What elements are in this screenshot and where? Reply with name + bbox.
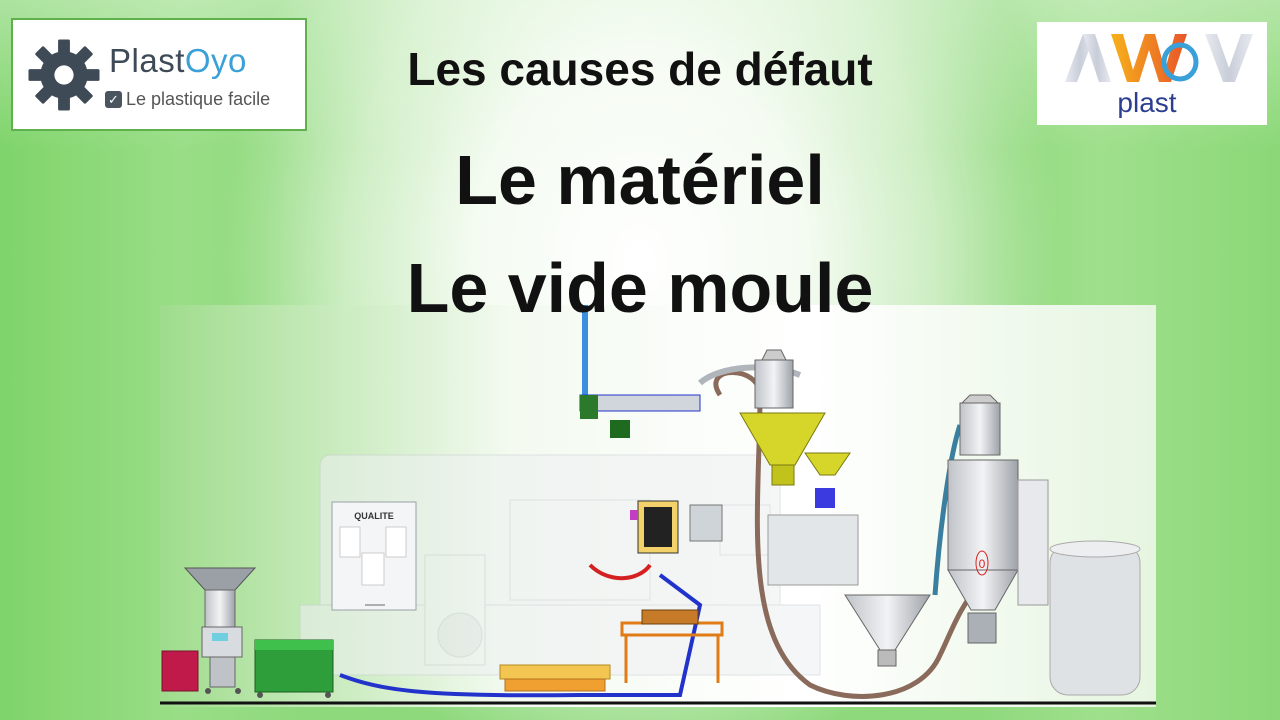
qualite-label: QUALITE bbox=[354, 511, 394, 521]
brand-name: PlastOyo bbox=[109, 42, 247, 80]
tagline-text: Le plastique facile bbox=[126, 89, 271, 109]
grinder bbox=[183, 567, 257, 694]
yellow-hopper bbox=[739, 349, 859, 586]
brand-name-part2: Oyo bbox=[184, 42, 247, 79]
control-panel bbox=[588, 500, 679, 581]
robot-arm bbox=[579, 394, 701, 438]
injection-machine bbox=[299, 454, 821, 676]
heater-block bbox=[641, 609, 699, 625]
dryer-label: 0 bbox=[979, 557, 986, 571]
brand-name-part1: Plast bbox=[109, 42, 185, 79]
vacuum-hose-brown bbox=[713, 370, 982, 699]
quality-cabinet: QUALITE bbox=[331, 501, 417, 611]
green-container bbox=[254, 639, 334, 698]
awev-plast-logo[interactable]: plast bbox=[1037, 22, 1267, 125]
page-subtitle: Les causes de défaut bbox=[407, 43, 873, 95]
page-title-line2: Le vide moule bbox=[406, 249, 874, 327]
machine-screen bbox=[689, 504, 723, 542]
awev-logo-graphic: plast bbox=[1065, 34, 1253, 118]
plastoyo-logo[interactable]: PlastOyo ✓ Le plastique facile bbox=[11, 18, 307, 131]
conveyor bbox=[499, 664, 611, 692]
logo-plast-text: plast bbox=[1117, 87, 1176, 118]
barrel bbox=[1049, 540, 1141, 696]
gear-icon bbox=[28, 39, 100, 111]
page-title-line1: Le matériel bbox=[455, 141, 825, 219]
tagline: ✓ Le plastique facile bbox=[105, 89, 270, 110]
cone-hopper bbox=[844, 594, 931, 667]
dryer: 0 bbox=[932, 394, 1049, 644]
injection-molding-illustration: QUALITE bbox=[160, 305, 1156, 707]
checkbox-icon: ✓ bbox=[105, 91, 122, 108]
red-bin bbox=[161, 650, 199, 692]
